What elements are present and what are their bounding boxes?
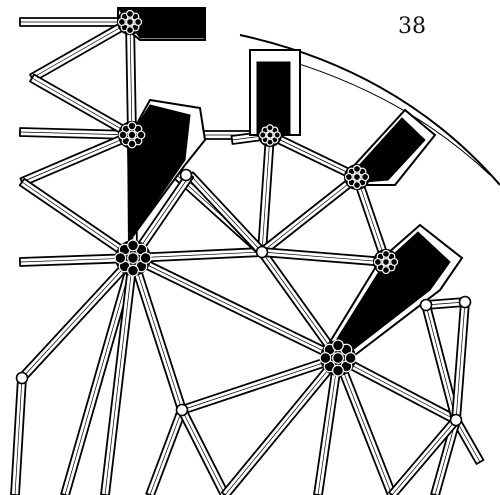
rib-centerline — [261, 251, 387, 263]
boss-right-middle-lobe — [381, 266, 391, 275]
outer-wall-line — [239, 34, 500, 186]
boss-top-lobe — [125, 9, 135, 18]
rib-centerline — [14, 377, 23, 495]
rib-knot — [255, 245, 269, 259]
rib-knot — [175, 403, 189, 417]
boss-right-upper-lobe — [352, 181, 362, 190]
rib-centerline — [425, 301, 466, 306]
boss-right-upper-lobe — [352, 164, 362, 173]
page-number: 38 — [398, 14, 426, 39]
boss-top-center-lobe — [266, 138, 274, 146]
rib-centerline — [104, 257, 134, 495]
boss-right-middle-lobe — [373, 257, 382, 267]
boss-left-lobe — [127, 252, 139, 264]
rib-centerline — [189, 174, 263, 253]
rib-centerline — [434, 419, 457, 495]
rib-knot — [179, 168, 193, 182]
rib-centerline — [132, 251, 263, 259]
rib-centerline — [425, 304, 457, 421]
rib-centerline — [31, 21, 131, 79]
rib-centerline — [455, 301, 466, 421]
boss-left-lobe — [127, 239, 139, 252]
boss-left-lobe — [114, 252, 127, 264]
boss-top-center-lobe — [273, 131, 281, 139]
rib-centerline — [181, 357, 339, 411]
rib-knot — [15, 371, 29, 385]
boss-top-lobe — [125, 17, 135, 27]
boss-right-upper-lobe — [344, 172, 353, 182]
boss-top-center-lobe — [259, 131, 267, 139]
rib-centerline — [356, 176, 387, 263]
rib-centerline — [21, 181, 134, 259]
rib-centerline — [261, 176, 358, 253]
rib-centerline — [129, 21, 133, 136]
boss-upper-left-lobe — [127, 121, 137, 131]
rib-centerline — [19, 131, 133, 136]
rib-centerline — [64, 257, 134, 495]
rib-knot — [419, 298, 433, 312]
rib-centerline — [269, 134, 358, 178]
rib-centerline — [317, 357, 339, 495]
boss-lower-lobe — [332, 352, 344, 364]
rib-centerline — [261, 251, 339, 359]
boss-right-middle-lobe — [381, 249, 391, 258]
boss-top-lobe — [134, 17, 143, 27]
rib-centerline — [132, 257, 183, 411]
boss-lower-lobe — [332, 364, 344, 377]
boss-lower-lobe — [332, 339, 344, 352]
boss-right-middle-lobe — [381, 257, 391, 267]
boss-upper-left-lobe — [136, 130, 146, 140]
rib-knot — [449, 413, 463, 427]
boss-lower-lobe — [319, 352, 332, 364]
rib — [177, 407, 230, 495]
boss-right-upper-lobe — [352, 172, 362, 182]
rib-knots — [15, 168, 472, 427]
boss-upper-left-lobe — [127, 130, 137, 140]
rib-centerline — [261, 134, 271, 253]
boss-upper-left-lobe — [118, 130, 128, 140]
rib-centerline — [149, 409, 183, 495]
rib-centerline — [132, 257, 339, 359]
boss-clusters — [114, 9, 399, 377]
rib-centerline — [455, 419, 481, 463]
boss-right-middle-lobe — [390, 257, 399, 267]
boss-top-center-lobe — [266, 131, 274, 139]
rib-centerline — [19, 257, 134, 263]
boss-left-lobe — [139, 252, 152, 264]
boss-lower-lobe — [344, 352, 357, 364]
rib-centerline — [391, 419, 457, 495]
buttress-blocks — [117, 7, 464, 357]
boss-left-lobe — [127, 264, 139, 277]
rib-knot — [458, 295, 472, 309]
rib-centerline — [21, 134, 133, 183]
buttress-top-center-shadow — [256, 61, 291, 136]
boss-top-lobe — [117, 17, 126, 27]
rib-centerline — [31, 77, 133, 136]
boss-upper-left-lobe — [127, 139, 137, 149]
rib-centerline — [337, 357, 457, 421]
boss-right-upper-lobe — [361, 172, 370, 182]
boss-top-lobe — [125, 26, 135, 35]
rib-centerline — [224, 357, 339, 495]
rib-centerline — [337, 357, 393, 495]
rib-centerline — [181, 409, 226, 495]
rib-centerline — [21, 257, 134, 379]
boss-top-center-lobe — [266, 124, 274, 132]
